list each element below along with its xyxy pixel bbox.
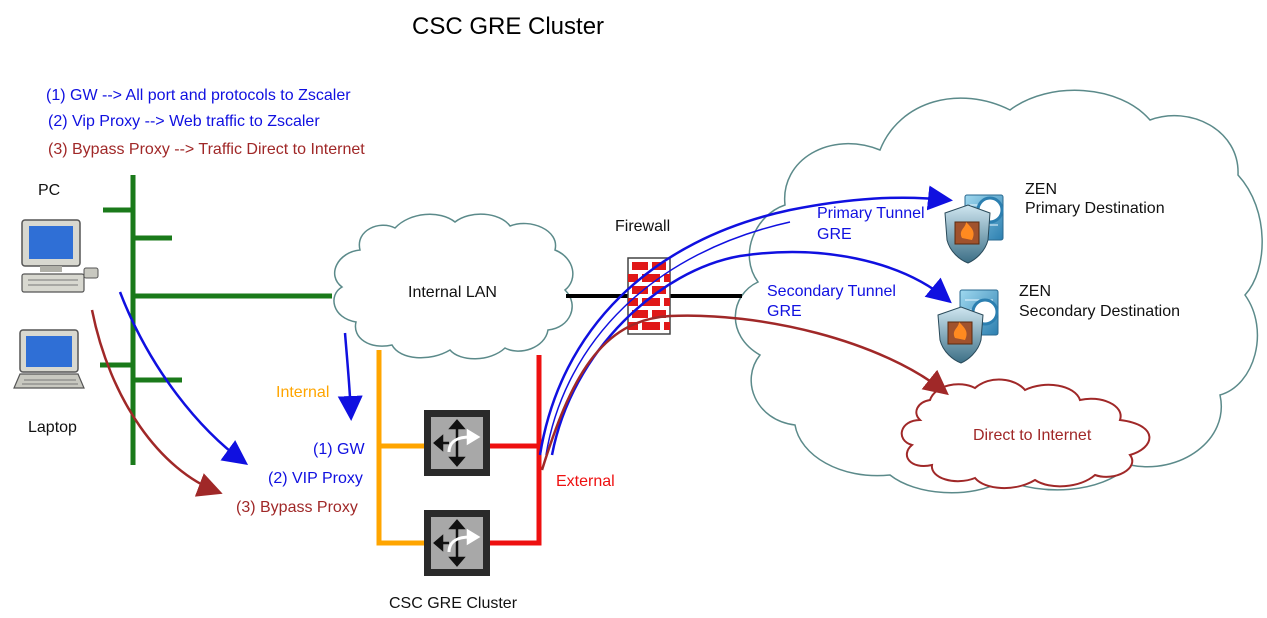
secondary-tunnel-label: Secondary Tunnel [767,283,896,300]
direct-internet-label: Direct to Internet [973,427,1092,444]
primary-tunnel [538,185,953,456]
external-links [490,355,542,546]
router-icon [424,410,490,476]
route-vip-label: (2) VIP Proxy [268,470,363,487]
bypass-flow-arrow [90,309,223,497]
diagram-title: CSC GRE Cluster [412,13,604,40]
firewall-label: Firewall [615,218,670,235]
laptop-icon [13,329,85,389]
zen-secondary-label: ZEN [1019,283,1051,300]
gw-flow-arrow [337,332,363,421]
zen-secondary-label-2: Secondary Destination [1019,303,1180,320]
legend-vip: (2) Vip Proxy --> Web traffic to Zscaler [48,113,320,130]
firewall-icon [627,257,671,335]
lan-switch-bus [100,175,332,465]
direct-internet-path [540,314,949,471]
pc-label: PC [38,182,60,199]
internal-links [376,350,426,546]
pc-icon [21,219,99,293]
vip-flow-arrow [118,291,249,465]
direct-internet-cloud [900,378,1151,490]
secondary-tunnel-label-2: GRE [767,303,802,320]
router-icon [424,510,490,576]
zen-server-icon [944,194,1004,264]
laptop-label: Laptop [28,419,77,436]
primary-tunnel-return [545,221,791,456]
cluster-label: CSC GRE Cluster [389,595,518,612]
zen-primary-label: ZEN [1025,181,1057,198]
zen-server-icon [937,289,999,364]
legend-gw: (1) GW --> All port and protocols to Zsc… [46,87,351,104]
zscaler-cloud [734,89,1263,494]
primary-tunnel-label: Primary Tunnel [817,205,925,222]
route-bypass-label: (3) Bypass Proxy [236,499,358,516]
legend-bypass: (3) Bypass Proxy --> Traffic Direct to I… [48,141,365,158]
internal-lan-label: Internal LAN [408,284,497,301]
internal-label: Internal [276,384,329,401]
route-gw-label: (1) GW [313,441,365,458]
legend: (1) GW --> All port and protocols to Zsc… [46,87,365,158]
internal-lan-cloud [333,213,574,360]
external-label: External [556,473,615,490]
primary-tunnel-label-2: GRE [817,226,852,243]
zen-primary-label-2: Primary Destination [1025,200,1165,217]
